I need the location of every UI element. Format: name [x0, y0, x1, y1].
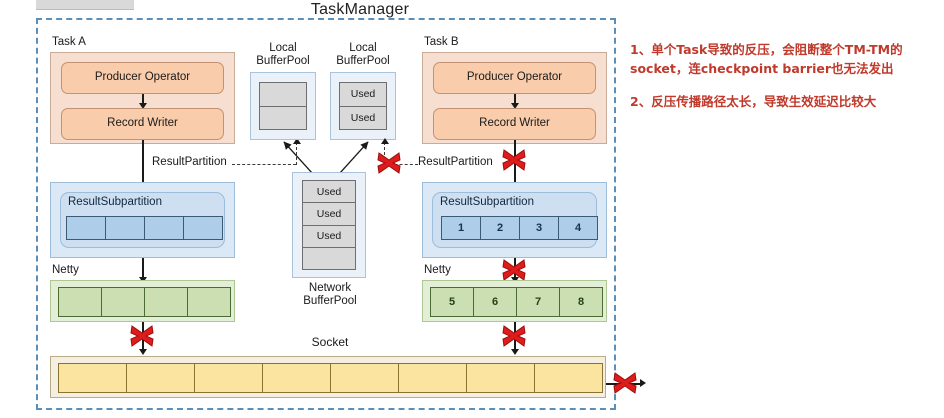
blocked-x-icon: [377, 152, 401, 174]
task-a-producer-operator: Producer Operator: [61, 62, 224, 94]
buffer-cell: [263, 363, 331, 393]
page-title: TaskManager: [310, 1, 410, 18]
note-2: 2、反压传播路径太长，导致生效延迟比较大: [630, 94, 877, 109]
buffer-cell: 5: [430, 287, 474, 317]
buffer-cell: [184, 216, 223, 240]
task-b-label: Task B: [424, 36, 459, 48]
task-a-resultsubpartition-label: ResultSubpartition: [68, 196, 162, 208]
buffer-cell: [535, 363, 603, 393]
buffer-cell: 2: [481, 216, 520, 240]
bufferpool-cell: [303, 247, 355, 269]
buffer-cell: 1: [441, 216, 481, 240]
buffer-cell: [145, 216, 184, 240]
task-b-netty-to-socket-arrowhead: [511, 349, 519, 355]
bufferpool-cell: Used: [340, 106, 386, 129]
buffer-cell: [58, 363, 127, 393]
note-1: 1、单个Task导致的反压，会阻断整个TM-TM的socket，连checkpo…: [630, 42, 903, 76]
task-a-subpartition-cells: [66, 216, 223, 240]
buffer-cell: [127, 363, 195, 393]
buffer-cell: 4: [559, 216, 598, 240]
task-b-netty-label: Netty: [424, 264, 451, 276]
socket-label: Socket: [311, 335, 349, 349]
taskmanager-boundary: [36, 18, 616, 410]
blocked-x-icon: [130, 325, 154, 347]
notes-panel: 1、单个Task导致的反压，会阻断整个TM-TM的socket，连checkpo…: [630, 40, 938, 125]
blocked-x-icon: [502, 325, 526, 347]
buffer-cell: [106, 216, 145, 240]
task-b-resultpartition-label: ResultPartition: [418, 156, 493, 168]
buffer-cell: [145, 287, 188, 317]
task-b-op-arrowhead: [511, 103, 519, 109]
buffer-cell: [195, 363, 263, 393]
task-b-rp-dashed-line: [384, 164, 418, 165]
local-bufferpool-left-label: Local BufferPool: [256, 42, 310, 67]
task-b-resultsubpartition-label: ResultSubpartition: [440, 196, 534, 208]
task-b-rp-arrowhead-up: [381, 138, 389, 144]
network-bufferpool-label: Network BufferPool: [303, 282, 357, 307]
task-a-netty-label: Netty: [52, 264, 79, 276]
buffer-cell: [467, 363, 535, 393]
blocked-x-icon: [502, 149, 526, 171]
task-b-producer-operator: Producer Operator: [433, 62, 596, 94]
bufferpool-cell: [260, 106, 306, 129]
buffer-cell: [102, 287, 145, 317]
bufferpool-cell: Used: [303, 203, 355, 226]
bufferpool-cell: Used: [303, 225, 355, 248]
task-b-rp-dashed-riser: [384, 142, 385, 165]
bufferpool-cell: Used: [303, 181, 355, 204]
buffer-cell: 3: [520, 216, 559, 240]
task-a-rw-to-rsp-line: [142, 140, 144, 188]
buffer-cell: 6: [474, 287, 517, 317]
local-bufferpool-left-cells: [259, 82, 307, 130]
top-artifact-bar: [36, 0, 134, 10]
task-a-netty-to-socket-arrowhead: [139, 349, 147, 355]
task-a-rsp-to-netty-line: [142, 258, 144, 280]
buffer-cell: [188, 287, 231, 317]
buffer-cell: 7: [517, 287, 560, 317]
task-b-op-arrow-line: [514, 94, 516, 104]
bufferpool-cell: Used: [340, 83, 386, 107]
task-a-label: Task A: [52, 36, 86, 48]
blocked-x-icon: [613, 372, 637, 394]
buffer-cell: [399, 363, 467, 393]
blocked-x-icon: [502, 259, 526, 281]
task-a-op-arrowhead: [139, 103, 147, 109]
buffer-cell: [331, 363, 399, 393]
task-a-rp-dashed-line: [232, 164, 296, 165]
buffer-cell: [58, 287, 102, 317]
socket-cells: [58, 363, 603, 393]
local-bufferpool-right-label: Local BufferPool: [336, 42, 390, 67]
task-a-record-writer: Record Writer: [61, 108, 224, 140]
bufferpool-cell: [260, 83, 306, 107]
task-a-op-arrow-line: [142, 94, 144, 104]
buffer-cell: [66, 216, 106, 240]
task-a-resultpartition-label: ResultPartition: [152, 156, 227, 168]
task-a-rp-dashed-riser: [296, 142, 297, 165]
socket-exit-arrowhead: [640, 379, 646, 387]
task-a-netty-cells: [58, 287, 231, 317]
task-b-record-writer: Record Writer: [433, 108, 596, 140]
buffer-cell: 8: [560, 287, 603, 317]
